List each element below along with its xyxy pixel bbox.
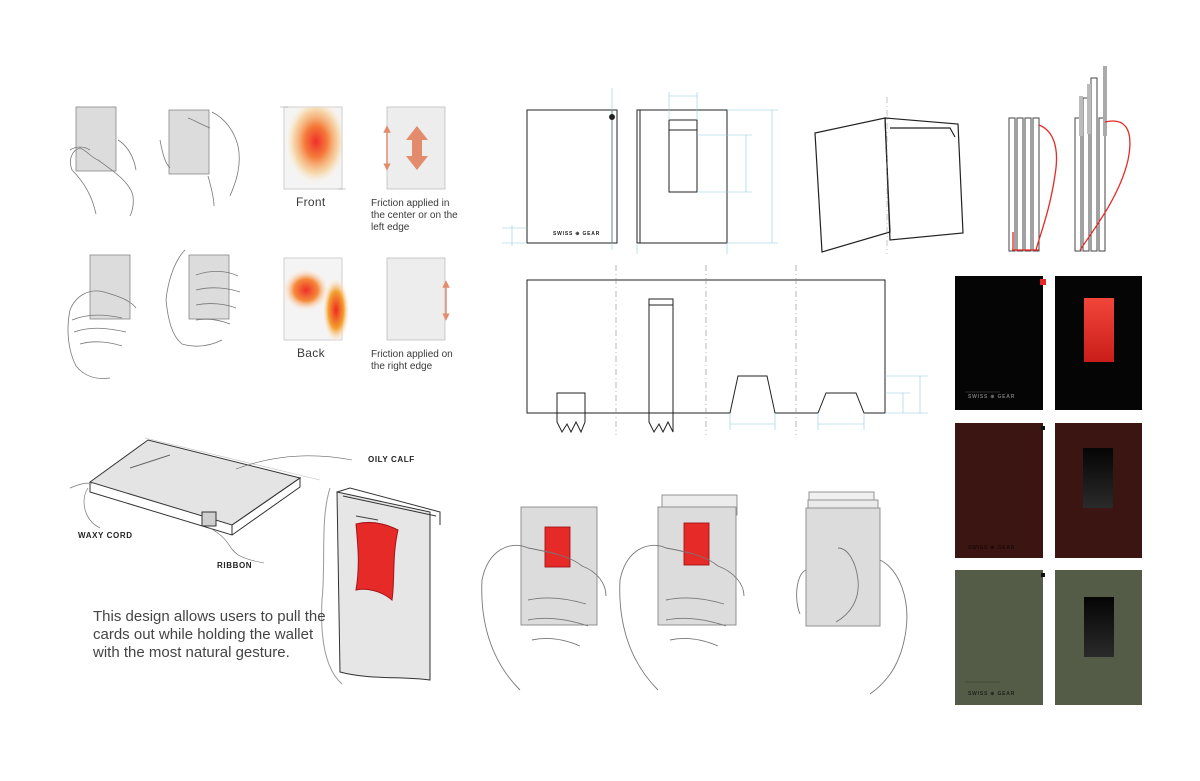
friction-card-back: [386, 257, 450, 341]
heatmap-front-label: Front: [296, 195, 326, 209]
brand-mark-burgundy: SWISS ⊕ GEAR: [968, 545, 1016, 551]
colorway-black: [955, 276, 1142, 410]
tech-drawing-front: [502, 88, 618, 250]
friction-note-front: Friction applied in the center or on the…: [371, 198, 458, 233]
wallet-cross-section-closed: [1008, 117, 1058, 252]
heatmap-back-label: Back: [297, 346, 325, 360]
friction-note-back: Friction applied on the right edge: [371, 349, 453, 372]
hand-pull-card-3: [796, 491, 908, 695]
material-label-waxy-cord: WAXY CORD: [78, 531, 133, 540]
hand-pull-card-1: [481, 506, 607, 691]
hand-hold-back-right: [165, 249, 241, 347]
hand-pull-card-2: [619, 494, 745, 691]
friction-card-front: [383, 106, 446, 190]
hand-hold-front-right: [159, 109, 240, 207]
colorway-burgundy: [955, 423, 1142, 558]
design-description: This design allows users to pull the car…: [93, 608, 326, 661]
wallet-flat-sketch: [69, 437, 353, 564]
wallet-upright-sketch: [321, 487, 441, 685]
material-label-ribbon: RIBBON: [217, 561, 253, 570]
hand-hold-front-left: [69, 106, 137, 217]
wallet-open-perspective: [814, 97, 964, 254]
unfolded-pattern: [526, 265, 928, 435]
wallet-cross-section-pulled: [1074, 66, 1131, 252]
tech-drawing-back: [636, 92, 778, 254]
heatmap-front: [280, 106, 346, 190]
brand-mark-olive: SWISS ⊕ GEAR: [968, 691, 1016, 697]
material-label-oily-calf: OILY CALF: [368, 455, 415, 464]
heatmap-back: [282, 257, 350, 344]
brand-mark-black: SWISS ⊕ GEAR: [968, 394, 1016, 400]
brand-mark-drawing: SWISS ⊕ GEAR: [553, 231, 601, 237]
colorway-olive: [955, 570, 1142, 705]
hand-hold-back-left: [67, 254, 137, 379]
